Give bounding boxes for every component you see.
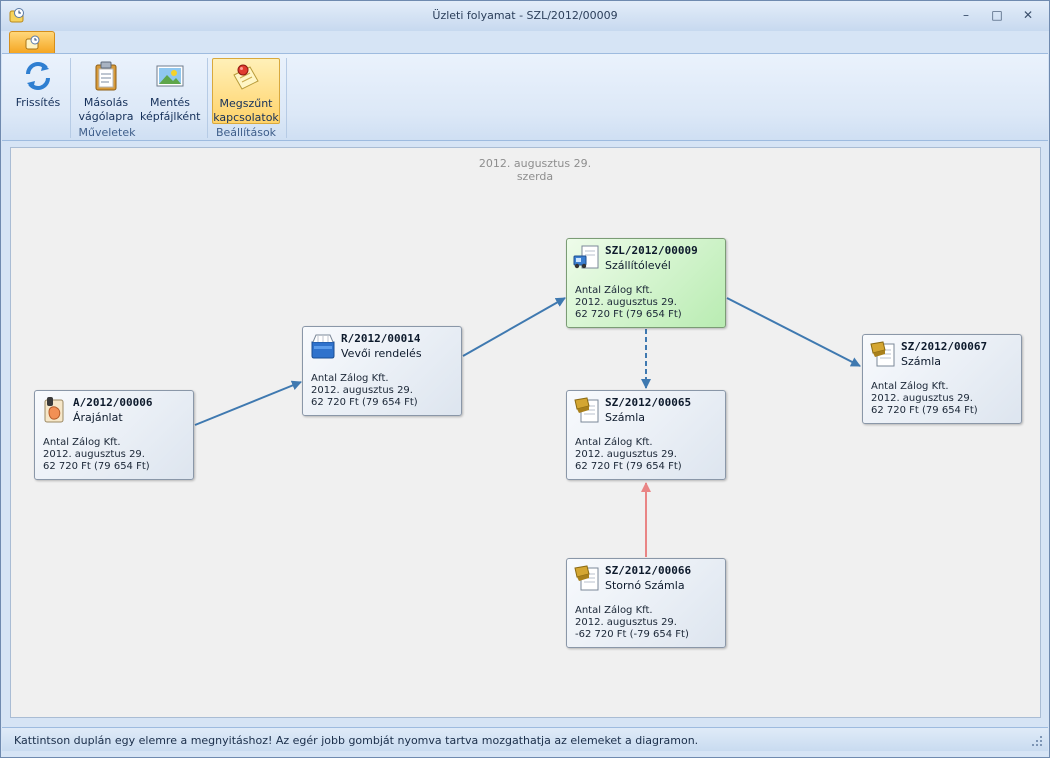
copy-label-line2: vágólapra <box>78 110 134 123</box>
node-date: 2012. augusztus 29. <box>871 393 973 404</box>
ribbon-separator <box>70 58 71 138</box>
refresh-label: Frissítés <box>15 96 61 109</box>
document-node-storno-invoice-66[interactable]: SZ/2012/00066 Stornó Számla Antal Zálog … <box>566 558 726 648</box>
node-partner: Antal Zálog Kft. <box>871 381 949 392</box>
node-code: A/2012/00006 <box>73 396 153 409</box>
copy-label-line1: Másolás <box>83 96 129 109</box>
maximize-button[interactable]: □ <box>991 8 1003 22</box>
customer-order-box-icon <box>311 334 335 359</box>
node-amount: 62 720 Ft (79 654 Ft) <box>311 397 418 408</box>
node-date: 2012. augusztus 29. <box>575 449 677 460</box>
document-node-delivery-note[interactable]: SZL/2012/00009 Szállítólevél Antal Zálog… <box>566 238 726 328</box>
save-label-line1: Mentés <box>149 96 191 109</box>
pushpin-note-icon <box>233 64 259 90</box>
node-date: 2012. augusztus 29. <box>575 617 677 628</box>
window-title: Üzleti folyamat - SZL/2012/00009 <box>432 9 618 22</box>
ribbon: Frissítés Másolás vágólapra Mentés <box>2 53 1048 141</box>
node-code: SZ/2012/00065 <box>605 396 692 409</box>
node-date: 2012. augusztus 29. <box>43 449 145 460</box>
app-menu-icon <box>25 35 40 50</box>
cancelled-label-line1: Megszűnt <box>219 97 273 110</box>
refresh-icon <box>26 62 50 90</box>
weekday-line: szerda <box>516 170 554 183</box>
node-type: Számla <box>605 411 646 424</box>
node-type: Vevői rendelés <box>341 347 422 360</box>
ribbon-separator <box>207 58 208 138</box>
title-bar: Üzleti folyamat - SZL/2012/00009 – □ ✕ <box>1 1 1049 31</box>
process-diagram-canvas[interactable]: 2012. augusztus 29. szerda <box>10 147 1041 718</box>
refresh-button[interactable]: Frissítés <box>14 60 62 110</box>
document-node-quote[interactable]: A/2012/00006 Árajánlat Antal Zálog Kft. … <box>34 390 194 480</box>
invoice-icon <box>574 397 599 423</box>
arrow-order-to-delivery <box>462 297 566 357</box>
arrow-delivery-to-invoice67 <box>726 297 861 367</box>
clipboard-icon <box>95 61 117 91</box>
node-code: SZ/2012/00067 <box>901 340 988 353</box>
diagram-date: 2012. augusztus 29. szerda <box>425 157 645 183</box>
save-label-line2: képfájlként <box>140 110 201 123</box>
invoice-icon <box>574 565 599 591</box>
node-code: SZL/2012/00009 <box>605 244 698 257</box>
quote-hand-icon <box>44 397 64 423</box>
ribbon-group-settings-label: Beállítások <box>215 126 277 139</box>
node-code: SZ/2012/00066 <box>605 564 692 577</box>
node-type: Szállítólevél <box>605 259 671 272</box>
node-partner: Antal Zálog Kft. <box>311 373 389 384</box>
node-partner: Antal Zálog Kft. <box>575 605 653 616</box>
connection-arrows <box>194 297 861 557</box>
document-node-invoice-67[interactable]: SZ/2012/00067 Számla Antal Zálog Kft. 20… <box>862 334 1022 424</box>
cancelled-links-toggle[interactable]: Megszűnt kapcsolatok <box>212 58 280 124</box>
node-amount: 62 720 Ft (79 654 Ft) <box>575 461 682 472</box>
copy-to-clipboard-button[interactable]: Másolás vágólapra <box>78 60 134 124</box>
node-amount: 62 720 Ft (79 654 Ft) <box>871 405 978 416</box>
node-date: 2012. augusztus 29. <box>575 297 677 308</box>
minimize-button[interactable]: – <box>963 8 969 22</box>
document-node-order[interactable]: R/2012/00014 Vevői rendelés Antal Zálog … <box>302 326 462 416</box>
image-icon <box>156 65 184 87</box>
document-node-invoice-65[interactable]: SZ/2012/00065 Számla Antal Zálog Kft. 20… <box>566 390 726 480</box>
delivery-truck-icon <box>573 245 599 269</box>
cancelled-label-line2: kapcsolatok <box>213 111 279 124</box>
status-message: Kattintson duplán egy elemre a megnyitás… <box>14 734 699 747</box>
ribbon-group-operations-label: Műveletek <box>78 126 136 139</box>
invoice-icon <box>870 341 895 367</box>
node-partner: Antal Zálog Kft. <box>43 437 121 448</box>
node-partner: Antal Zálog Kft. <box>575 437 653 448</box>
node-type: Árajánlat <box>73 411 123 424</box>
arrow-quote-to-order <box>194 380 302 426</box>
node-amount: -62 720 Ft (-79 654 Ft) <box>575 629 689 640</box>
node-type: Stornó Számla <box>605 579 685 592</box>
save-as-image-button[interactable]: Mentés képfájlként <box>140 60 200 124</box>
status-bar: Kattintson duplán egy elemre a megnyitás… <box>2 727 1048 751</box>
node-code: R/2012/00014 <box>341 332 421 345</box>
node-amount: 62 720 Ft (79 654 Ft) <box>575 309 682 320</box>
close-button[interactable]: ✕ <box>1022 8 1034 22</box>
date-line: 2012. augusztus 29. <box>478 157 592 170</box>
app-clock-icon[interactable] <box>8 7 26 25</box>
application-menu-tab[interactable] <box>9 31 55 53</box>
ribbon-separator <box>286 58 287 138</box>
node-date: 2012. augusztus 29. <box>311 385 413 396</box>
resize-grip-icon[interactable] <box>1032 736 1042 746</box>
node-amount: 62 720 Ft (79 654 Ft) <box>43 461 150 472</box>
node-type: Számla <box>901 355 942 368</box>
node-partner: Antal Zálog Kft. <box>575 285 653 296</box>
